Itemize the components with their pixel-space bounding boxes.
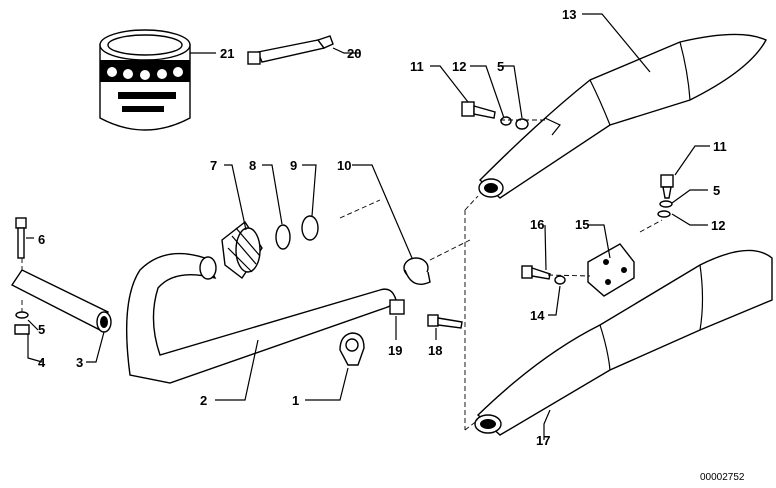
part-9-ring[interactable] [301, 215, 319, 241]
part-11-bolt-upper[interactable] [461, 101, 496, 119]
part-7-collar-nut[interactable] [221, 220, 263, 280]
callout-8: 8 [249, 158, 256, 173]
part-12-washer-right[interactable] [657, 210, 671, 218]
callout-17: 17 [536, 433, 550, 448]
callout-12-right: 12 [711, 218, 725, 233]
part-5-washer-left[interactable] [15, 311, 29, 319]
callout-10: 10 [337, 158, 351, 173]
callout-2: 2 [200, 393, 207, 408]
callout-11-right: 11 [713, 139, 727, 154]
callout-11-upper: 11 [410, 59, 424, 74]
callout-20: 20 [347, 46, 361, 61]
callout-19: 19 [388, 343, 402, 358]
callout-21: 21 [220, 46, 234, 61]
part-5-washer-right[interactable] [659, 200, 673, 208]
callout-1: 1 [292, 393, 299, 408]
part-6-bolt[interactable] [15, 217, 27, 259]
callout-16: 16 [530, 217, 544, 232]
part-21-can[interactable] [99, 29, 191, 131]
callout-4: 4 [38, 355, 46, 370]
part-17-muffler[interactable] [474, 249, 773, 436]
callout-14: 14 [530, 308, 545, 323]
part-5-washer-upper[interactable] [515, 118, 529, 130]
part-13-muffler[interactable] [478, 33, 767, 199]
part-4-nut[interactable] [14, 324, 30, 335]
part-10-clamp[interactable] [403, 257, 431, 285]
part-20-tube[interactable] [247, 35, 334, 65]
callout-18: 18 [428, 343, 442, 358]
callout-3: 3 [76, 355, 83, 370]
callout-5-right: 5 [713, 183, 720, 198]
part-8-ring[interactable] [275, 224, 291, 250]
part-16-bolt[interactable] [521, 265, 551, 280]
diagram-code: 00002752 [700, 472, 745, 483]
callout-15: 15 [575, 217, 589, 232]
callout-9: 9 [290, 158, 297, 173]
leader-lines [26, 13, 710, 440]
callout-13: 13 [562, 7, 576, 22]
callout-12-upper: 12 [452, 59, 466, 74]
part-15-bracket[interactable] [587, 243, 635, 297]
part-11-bolt-right[interactable] [660, 174, 674, 199]
callout-7: 7 [210, 158, 217, 173]
part-3-tube[interactable] [10, 269, 112, 333]
part-1-clip[interactable] [339, 332, 365, 366]
part-12-washer-upper[interactable] [500, 116, 512, 126]
callout-6: 6 [38, 232, 45, 247]
part-18-bolt[interactable] [427, 314, 463, 329]
callout-5-left: 5 [38, 322, 45, 337]
callout-5-upper: 5 [497, 59, 504, 74]
part-14-washer[interactable] [554, 275, 566, 285]
part-19-nut[interactable] [389, 299, 405, 315]
